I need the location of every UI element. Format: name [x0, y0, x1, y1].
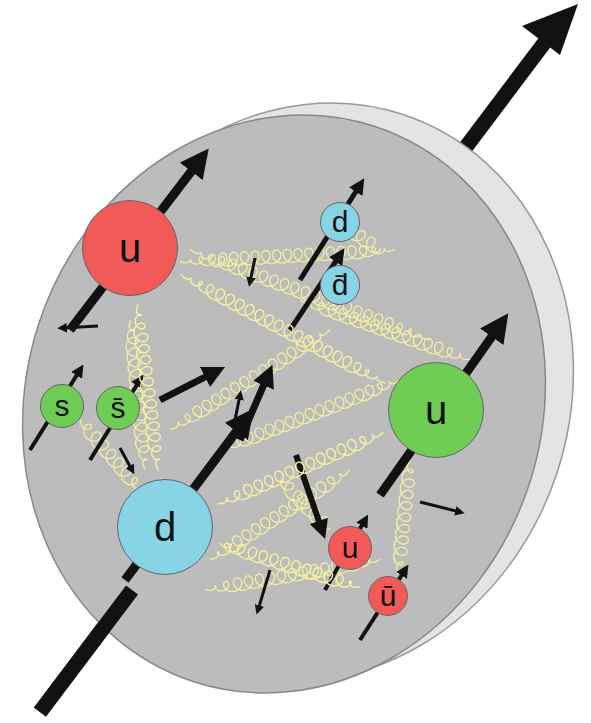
- quark-circle: u: [328, 526, 372, 570]
- quark-circle: s: [40, 384, 84, 428]
- spin-arrow: [250, 258, 255, 282]
- quark-label: d̄: [332, 270, 349, 300]
- spin-arrow: [160, 372, 215, 400]
- proton-face: [0, 47, 591, 723]
- quark-circle: s̄: [96, 386, 140, 430]
- spin-arrows: [30, 160, 500, 640]
- gluon-coil: [180, 246, 395, 267]
- gluon-coil: [300, 300, 470, 360]
- spin-arrow: [380, 325, 500, 495]
- quark-label: ū: [380, 581, 397, 611]
- spin-arrow: [120, 448, 132, 470]
- quark-label: u: [342, 533, 359, 563]
- quark-circle: d: [320, 202, 360, 242]
- quark-circle: d: [117, 479, 213, 575]
- spin-arrow: [62, 326, 98, 328]
- quark-circle: u: [388, 362, 484, 458]
- quark-label: s: [55, 391, 70, 421]
- quark-label: u: [425, 390, 447, 430]
- quark-label: u: [119, 228, 141, 268]
- spin-arrow: [90, 380, 140, 460]
- quark-circle: ū: [368, 576, 408, 616]
- quark-label: d: [154, 507, 176, 547]
- quark-label: s̄: [111, 393, 126, 423]
- spin-arrow: [296, 455, 322, 530]
- quark-circle: u: [82, 200, 178, 296]
- spin-arrow: [240, 375, 268, 440]
- quark-circle: d̄: [320, 265, 360, 305]
- spin-arrow: [420, 502, 460, 512]
- gluon-link: [217, 433, 383, 505]
- spin-axis-tail: [40, 590, 132, 712]
- gluon-link: [134, 305, 161, 471]
- spin-axis-head: [522, 4, 578, 55]
- spin-arrow: [70, 160, 200, 330]
- spin-arrow: [258, 570, 270, 610]
- quark-label: d: [332, 207, 349, 237]
- spin-arrow: [235, 395, 240, 420]
